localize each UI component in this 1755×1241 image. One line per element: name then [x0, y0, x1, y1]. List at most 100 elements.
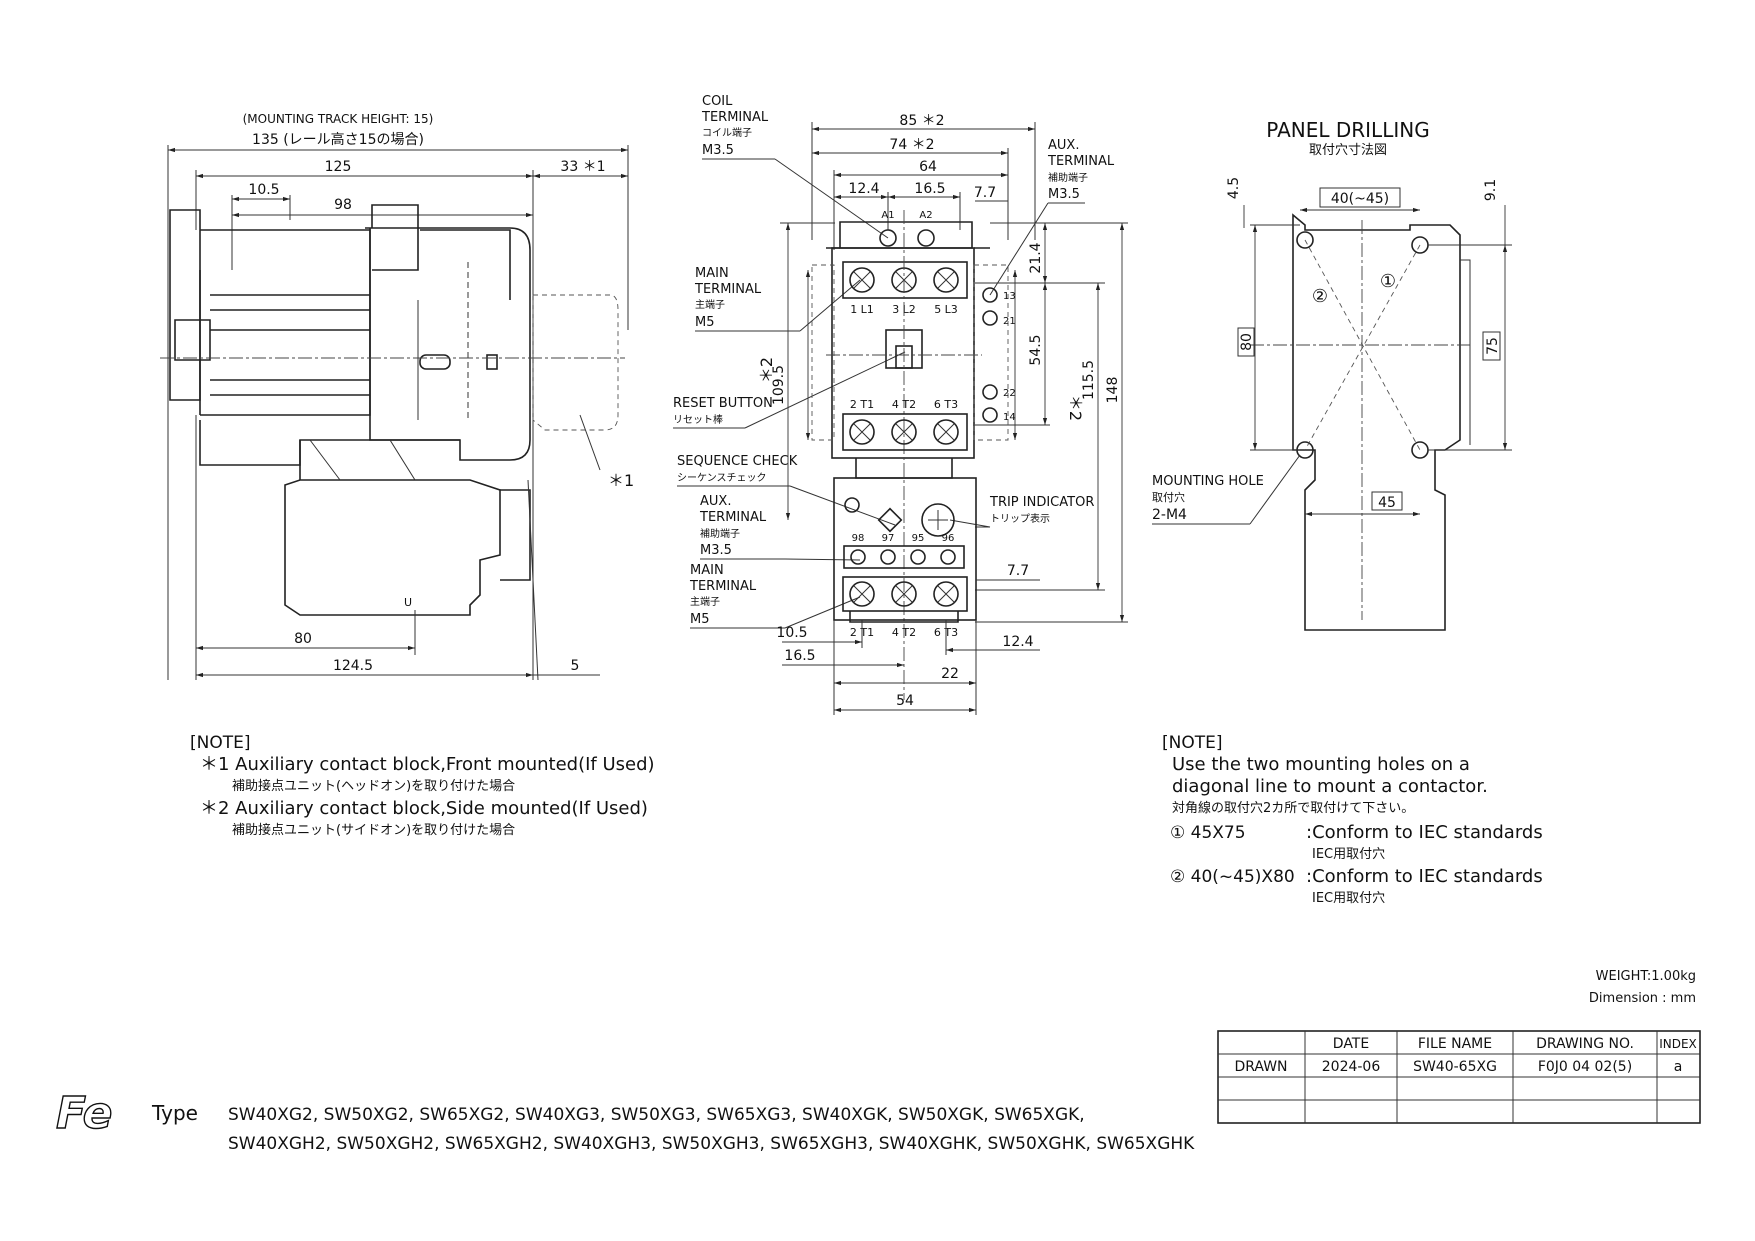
dim-12-4-bottom-label: 12.4	[1002, 634, 1033, 650]
note-right-item-2-jp: IEC用取付穴	[1312, 891, 1385, 906]
overload-relay	[284, 479, 501, 616]
svg-text:リセット棒: リセット棒	[673, 413, 723, 426]
dim-64-label: 64	[919, 159, 937, 175]
line-terminals: 1 L1 3 L2 5 L3	[842, 261, 968, 316]
circle-2-label: ②	[1312, 286, 1328, 307]
note-right-item-2-value: :Conform to IEC standards	[1306, 866, 1543, 887]
dim-54-label: 54	[896, 693, 914, 709]
dim-115-5-label: 115.5	[1081, 360, 1097, 400]
svg-text:M5: M5	[690, 612, 710, 627]
weight-label: WEIGHT:1.00kg	[1596, 969, 1696, 984]
title-drawing-no: F0J0 04 02(5)	[1538, 1059, 1632, 1075]
dim-10-5-bottom-label: 10.5	[776, 625, 807, 641]
note-right-line-1: Use the two mounting holes on a	[1172, 754, 1470, 775]
dim-33-label: 33 ＊1	[560, 159, 605, 175]
svg-text:M3.5: M3.5	[1048, 187, 1080, 202]
overload-aux-terminals: 98 97 95 96	[843, 533, 965, 569]
mounting-hole-callout: MOUNTING HOLE 取付穴 2-M4	[1152, 454, 1301, 525]
dim-7-7-bottom-label: 7.7	[1007, 563, 1029, 579]
svg-text:TERMINAL: TERMINAL	[699, 510, 767, 525]
dim-10-5-label: 10.5	[248, 182, 279, 198]
callout-star-1: ＊1	[608, 471, 634, 490]
dim-74-label: 74 ＊2	[889, 137, 934, 153]
note-left-line-4: 補助接点ユニット(サイドオン)を取り付けた場合	[232, 822, 515, 838]
star2-right: ＊2	[1066, 395, 1085, 421]
overload-load-terminals: 2 T1 4 T2 6 T3	[842, 576, 968, 639]
track-height-note: (MOUNTING TRACK HEIGHT: 15)	[243, 112, 434, 126]
panel-drilling-title: PANEL DRILLING	[1266, 118, 1429, 142]
svg-text:Fe: Fe	[56, 1088, 112, 1139]
coil-terminals: A1 A2	[879, 210, 935, 247]
dim-75-label: 75	[1485, 337, 1501, 355]
dim-124-5-label: 124.5	[333, 658, 373, 674]
svg-text:96: 96	[942, 533, 955, 544]
title-header-index: INDEX	[1659, 1037, 1697, 1051]
svg-text:補助端子: 補助端子	[1048, 171, 1088, 184]
contactor-body	[365, 227, 531, 461]
svg-text:COIL: COIL	[702, 94, 733, 109]
note-left-line-2: 補助接点ユニット(ヘッドオン)を取り付けた場合	[232, 778, 515, 794]
svg-text:22: 22	[1003, 388, 1016, 399]
dim-5-label: 5	[571, 658, 580, 674]
dim-22-label: 22	[941, 666, 959, 682]
svg-text:98: 98	[852, 533, 865, 544]
svg-text:MAIN: MAIN	[690, 563, 724, 578]
note-left: [NOTE] ＊1 Auxiliary contact block,Front …	[190, 733, 655, 838]
note-right-heading: [NOTE]	[1162, 733, 1223, 753]
svg-text:5 L3: 5 L3	[934, 303, 958, 316]
dimension-unit-label: Dimension : mm	[1589, 991, 1696, 1006]
svg-text:A2: A2	[919, 210, 932, 221]
dim-16-5-label: 16.5	[914, 181, 945, 197]
title-block: DATE FILE NAME DRAWING NO. INDEX DRAWN 2…	[1217, 1030, 1701, 1124]
dim-80-panel-label: 80	[1239, 333, 1255, 351]
dim-135-label: 135 (レール高さ15の場合)	[252, 131, 424, 148]
main-terminal-bottom-callout: MAIN TERMINAL 主端子 M5	[689, 563, 861, 629]
side-view: (MOUNTING TRACK HEIGHT: 15) 135 (レール高さ15…	[160, 112, 634, 681]
trip-indicator-dial	[921, 503, 955, 537]
type-line-1: SW40XG2, SW50XG2, SW65XG2, SW40XG3, SW50…	[228, 1105, 1085, 1125]
svg-text:取付穴: 取付穴	[1152, 490, 1185, 504]
note-right-line-3: 対角線の取付穴2カ所で取付けて下さい。	[1172, 800, 1414, 816]
svg-text:4 T2: 4 T2	[892, 398, 916, 411]
sequence-check-callout: SEQUENCE CHECK シーケンスチェック	[677, 454, 896, 526]
svg-text:2 T1: 2 T1	[850, 398, 874, 411]
svg-text:21: 21	[1003, 316, 1016, 327]
svg-text:95: 95	[912, 533, 925, 544]
svg-text:TERMINAL: TERMINAL	[689, 579, 757, 594]
svg-text:SEQUENCE CHECK: SEQUENCE CHECK	[677, 454, 798, 469]
svg-text:主端子: 主端子	[695, 298, 725, 311]
dim-148-label: 148	[1105, 377, 1121, 404]
mounting-hole-br	[1411, 441, 1429, 459]
dim-12-4-label: 12.4	[848, 181, 879, 197]
load-terminals: 2 T1 4 T2 6 T3	[842, 398, 968, 451]
svg-text:6 T3: 6 T3	[934, 398, 958, 411]
din-rail	[169, 209, 201, 401]
fe-logo: Fe	[55, 1087, 113, 1139]
type-label: Type	[151, 1101, 198, 1125]
svg-text:補助端子: 補助端子	[700, 527, 740, 540]
reset-button-callout: RESET BUTTON リセット棒	[673, 351, 906, 429]
dim-80-label: 80	[294, 631, 312, 647]
svg-text:TERMINAL: TERMINAL	[694, 282, 762, 297]
svg-text:AUX.: AUX.	[700, 494, 731, 509]
star2-left: ＊2	[757, 357, 776, 383]
panel-drilling-title-jp: 取付穴寸法図	[1309, 143, 1387, 158]
svg-text:M5: M5	[695, 315, 715, 330]
dim-45-label: 45	[1378, 495, 1396, 511]
dim-7-7-top-label: 7.7	[974, 185, 996, 201]
dim-4-5-label: 4.5	[1226, 177, 1242, 199]
svg-text:4 T2: 4 T2	[892, 626, 916, 639]
title-header-file-name: FILE NAME	[1418, 1036, 1492, 1052]
mounting-hole-tl	[1296, 231, 1314, 249]
svg-text:TERMINAL: TERMINAL	[701, 110, 769, 125]
dim-125-label: 125	[325, 159, 352, 175]
note-right: [NOTE] Use the two mounting holes on a d…	[1162, 733, 1543, 906]
svg-text:2-M4: 2-M4	[1152, 507, 1187, 523]
title-header-date: DATE	[1333, 1036, 1369, 1052]
svg-text:97: 97	[882, 533, 895, 544]
svg-text:TERMINAL: TERMINAL	[1047, 154, 1115, 169]
svg-text:シーケンスチェック: シーケンスチェック	[677, 472, 767, 484]
title-file-name: SW40-65XG	[1413, 1059, 1497, 1075]
svg-text:TRIP INDICATOR: TRIP INDICATOR	[989, 495, 1094, 510]
